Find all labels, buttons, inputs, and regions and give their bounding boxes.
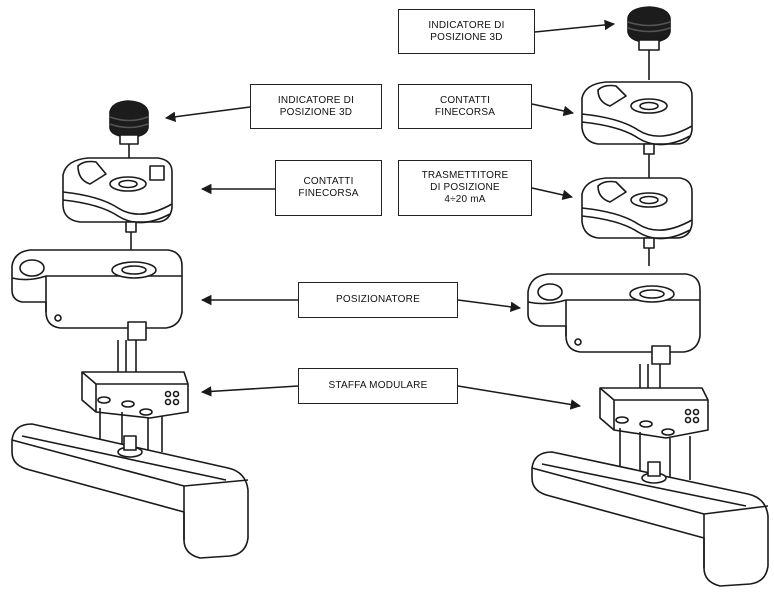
label-line: POSIZIONE 3D — [279, 106, 353, 118]
label-line: FINECORSA — [434, 106, 496, 118]
label-line: CONTATTI — [439, 94, 491, 106]
label-bracket: STAFFA MODULARE — [298, 368, 458, 404]
label-left-contacts: CONTATTI FINECORSA — [275, 160, 382, 216]
arrow-right-contacts — [531, 103, 575, 117]
label-line: 4÷20 mA — [444, 194, 486, 205]
left-limit-switch-module — [62, 157, 173, 250]
label-line: TRASMETTITORE — [421, 170, 509, 181]
label-line: POSIZIONE 3D — [430, 31, 503, 43]
label-line: STAFFA MODULARE — [328, 380, 428, 391]
right-positioner-housing — [527, 273, 701, 388]
label-left-indicator: INDICATORE DI POSIZIONE 3D — [250, 84, 382, 129]
label-line: INDICATORE DI — [428, 19, 505, 31]
label-line: CONTATTI — [303, 176, 354, 187]
label-line: POSIZIONATORE — [336, 294, 420, 305]
label-transmitter: TRASMETTITORE DI POSIZIONE 4÷20 mA — [398, 160, 532, 216]
label-line: DI POSIZIONE — [430, 182, 500, 193]
left-positioner-housing — [11, 249, 183, 372]
right-modular-bracket — [599, 387, 709, 488]
arrow-transmitter — [531, 187, 574, 201]
arrow-top-indicator — [534, 19, 616, 33]
label-line: INDICATORE DI — [277, 94, 355, 106]
label-right-contacts: CONTATTI FINECORSA — [398, 84, 532, 129]
arrow-positioner-right — [457, 299, 522, 312]
arrow-bracket-right — [457, 385, 582, 410]
arrow-left-indicator — [164, 106, 251, 122]
label-line: FINECORSA — [298, 188, 359, 199]
right-limit-switch-module — [581, 81, 693, 178]
right-actuator-body — [531, 451, 769, 587]
right-position-indicator — [627, 6, 671, 80]
left-actuator-body — [11, 423, 249, 559]
label-positioner: POSIZIONATORE — [298, 282, 458, 318]
right-transmitter-module — [581, 177, 693, 266]
label-top-right-indicator: INDICATORE DI POSIZIONE 3D — [398, 9, 535, 54]
left-position-indicator — [109, 100, 149, 158]
arrow-bracket-left — [200, 385, 299, 397]
